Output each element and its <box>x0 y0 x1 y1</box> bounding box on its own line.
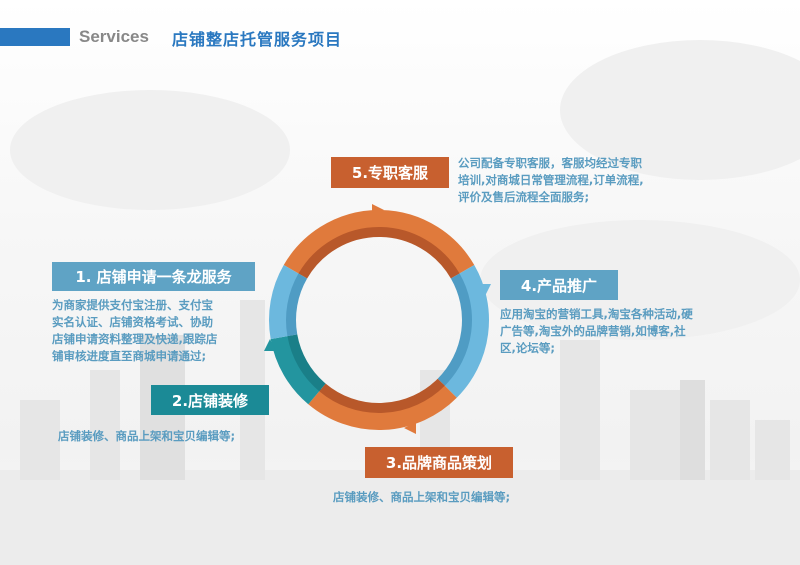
header-accent-bar <box>0 28 70 46</box>
ring-segment-service <box>283 210 475 276</box>
ring-segment-decoration-inner <box>287 334 326 392</box>
step-5-label: 5.专职客服 <box>331 157 449 188</box>
step-4-desc: 应用淘宝的营销工具,淘宝各种活动,硬广告等,淘宝外的品牌营销,如博客,社区,论坛… <box>500 307 693 355</box>
step-2-desc: 店铺装修、商品上架和宝贝编辑等; <box>58 429 236 443</box>
ring-segment-decoration <box>270 335 322 405</box>
ring-arrow-icon <box>264 339 276 351</box>
ring-arrow-icon <box>479 284 491 296</box>
ring-segment-promotion <box>442 265 489 398</box>
ring-arrow-icon <box>404 422 416 434</box>
step-4-label: 4.产品推广 <box>500 270 618 300</box>
step-1-label: 1. 店铺申请一条龙服务 <box>52 262 255 291</box>
step-5-desc: 公司配备专职客服，客服均经过专职培训,对商城日常管理流程,订单流程,评价及售后流… <box>458 156 644 204</box>
ring-segment-planning <box>308 383 457 430</box>
step-2-label: 2.店铺装修 <box>151 385 269 415</box>
step-3-desc: 店铺装修、商品上架和宝贝编辑等; <box>333 490 511 504</box>
ring-segment-service-inner <box>298 227 460 279</box>
ring-segment-application <box>269 265 302 340</box>
ring-segment-application-inner <box>286 273 308 337</box>
header-english: Services <box>79 27 149 46</box>
ring-arrow-icon <box>372 204 384 216</box>
ring-segment-planning-inner <box>319 378 445 413</box>
ring-segment-promotion-inner <box>437 273 472 386</box>
step-1-desc: 为商家提供支付宝注册、支付宝实名认证、店铺资格考试、协助店铺申请资料整理及快递,… <box>52 298 218 363</box>
header-title: 店铺整店托管服务项目 <box>172 30 343 49</box>
step-3-label: 3.品牌商品策划 <box>365 447 513 478</box>
